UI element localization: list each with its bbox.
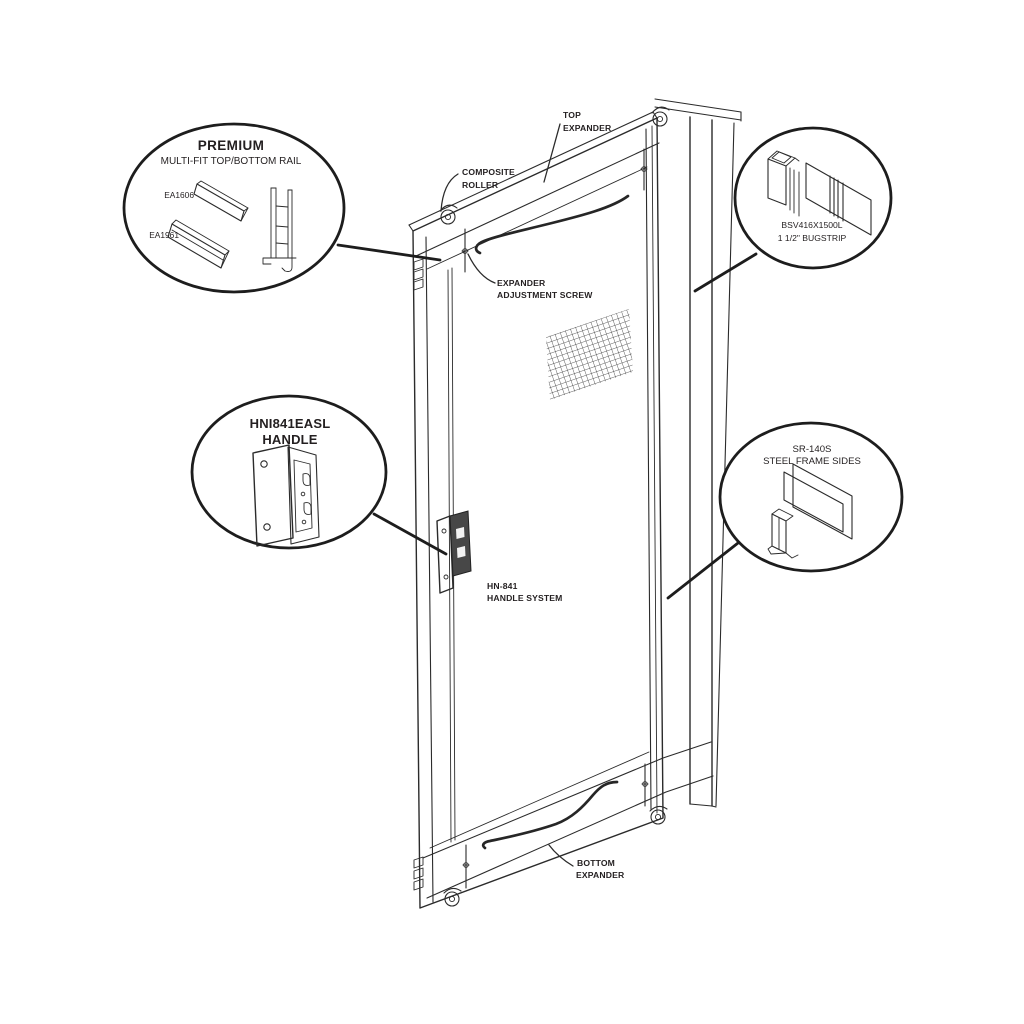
callout-bugstrip-line2: 1 1/2" BUGSTRIP [778,233,847,243]
part-labels: TOP EXPANDER COMPOSITE ROLLER EXPANDER A… [440,110,625,880]
label-adjustment-screw-line2: ADJUSTMENT SCREW [497,290,593,300]
composite-roller-top-right [651,106,670,127]
leader-steel-frame [666,541,740,600]
steel-frame-part-drawing [767,463,853,559]
callout-premium-rail: PREMIUM MULTI-FIT TOP/BOTTOM RAIL EA1606… [122,122,346,294]
callout-bugstrip-line1: BSV416X1500L [781,220,842,230]
callout-handle-line1: HNI841EASL [250,416,331,431]
label-bottom-expander-line1: BOTTOM [577,858,615,868]
adjustment-screws [461,148,649,889]
top-pull-wire [474,194,630,255]
door-stiles [425,125,658,903]
leader-premium-rail [336,243,442,262]
bugstrip-profile-drawing [767,150,800,217]
callout-handle-line2: HANDLE [262,432,317,447]
label-handle-system-line1: HN-841 [487,581,518,591]
leader-handle [372,512,448,556]
leader-top-expander [543,123,561,183]
bottom-pull-wire [481,780,619,850]
callout-premium-title: PREMIUM [198,138,265,153]
callout-premium-rail-bubble [122,122,346,294]
rail-profile-drawing [262,187,297,272]
label-composite-roller-line2: ROLLER [462,180,499,190]
callout-steel-frame-line1: SR-140S [793,444,832,455]
top-expander-rail [408,111,660,270]
composite-roller-top-left [439,204,458,225]
label-composite-roller-line1: COMPOSITE [462,167,515,177]
label-adjustment-screw-line1: EXPANDER [497,278,546,288]
label-top-expander-line2: EXPANDER [563,123,612,133]
part-label-ea1606: EA1606 [164,190,194,200]
leader-bottom-expander [548,844,574,867]
callout-handle: HNI841EASL HANDLE [190,394,388,550]
screen-door-drawing [408,98,742,909]
leader-bugstrip [693,252,758,293]
callout-steel-frame-line2: STEEL FRAME SIDES [763,456,861,467]
leader-adjustment-screw [467,253,496,284]
frame-post [654,98,742,808]
callout-premium-subtitle: MULTI-FIT TOP/BOTTOM RAIL [161,156,302,167]
handle-part-drawing [252,444,320,547]
door-handle-body [449,510,472,577]
label-handle-system-line2: HANDLE SYSTEM [487,593,562,603]
rail-ea1606-drawing [193,180,249,222]
roller-bottom-left [443,887,462,907]
callout-bugstrip: BSV416X1500L 1 1/2" BUGSTRIP [733,126,893,270]
bottom-expander-rail [422,741,714,899]
callout-steel-frame-bubble [718,421,904,573]
bugstrip-panel-drawing [805,162,872,236]
leader-composite-roller [440,173,459,212]
rail-ea1961-drawing [167,219,230,269]
door-outline [412,117,664,909]
callout-bugstrip-bubble [733,126,893,270]
part-label-ea1961: EA1961 [149,230,179,240]
door-handle [436,510,472,594]
roller-bottom-right [649,805,668,825]
screen-mesh [546,309,633,400]
callout-steel-frame: SR-140S STEEL FRAME SIDES [718,421,904,573]
expander-brackets [413,258,424,891]
label-bottom-expander-line2: EXPANDER [576,870,625,880]
label-top-expander-line1: TOP [563,110,581,120]
